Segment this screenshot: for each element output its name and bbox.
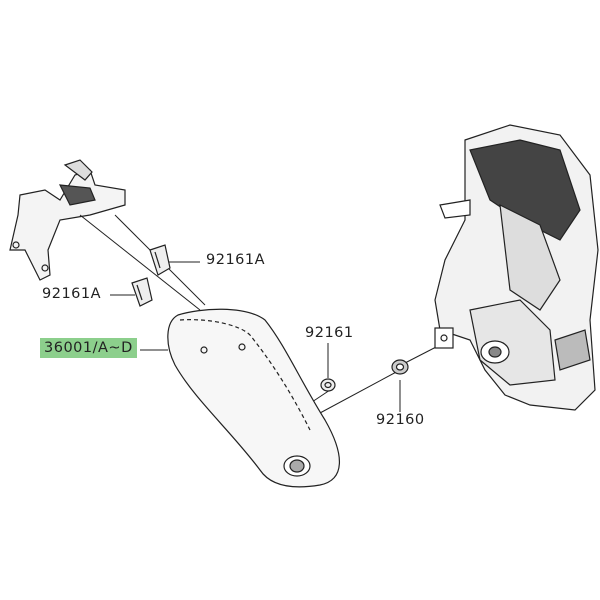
- clip-upper: [149, 244, 171, 276]
- clip-lower: [131, 277, 153, 307]
- label-clip-lower: 92161A: [42, 286, 102, 302]
- headlight-assembly: [434, 124, 599, 411]
- washer: [320, 378, 336, 392]
- label-grommet: 92160: [376, 412, 425, 428]
- label-washer: 92161: [305, 325, 354, 341]
- bracket: [9, 159, 126, 281]
- grommet: [391, 359, 409, 375]
- label-clip-upper: 92161A: [206, 252, 266, 268]
- cover: [167, 308, 340, 488]
- label-cover-highlighted[interactable]: 36001/A~D: [40, 338, 137, 358]
